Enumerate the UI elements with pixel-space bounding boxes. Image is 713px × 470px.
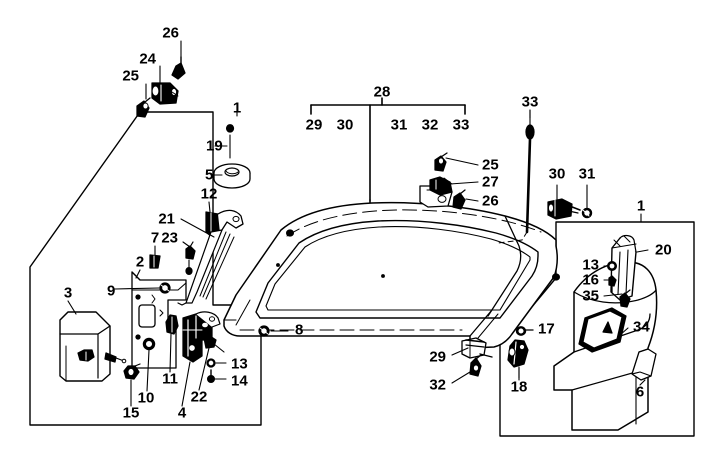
callout-25-mid: 25 [482, 156, 499, 174]
callout-27: 27 [482, 173, 499, 191]
part-14-screw [206, 369, 216, 384]
part-6-latch [631, 348, 657, 381]
callout-30-bracket: 30 [336, 116, 354, 134]
callout-30-clip: 30 [548, 165, 566, 183]
callout-26-mid: 26 [482, 192, 499, 210]
part-31-grommet [581, 207, 593, 219]
callout-18: 18 [510, 378, 528, 396]
main-rear-trim-panel [223, 201, 561, 349]
callout-leader-lines [67, 109, 649, 407]
callout-5: 5 [205, 166, 214, 184]
callout-19: 19 [206, 137, 223, 155]
part-18-hinge [507, 339, 529, 379]
callout-16: 16 [582, 271, 599, 289]
callout-28-bracket: 28 [373, 83, 391, 101]
leaders-right-small [603, 265, 623, 297]
part-26-push-pin-top [171, 56, 186, 80]
callout-23: 23 [161, 229, 178, 247]
callout-8: 8 [295, 321, 304, 339]
callout-14: 14 [231, 372, 248, 390]
part-22-bolt [203, 335, 225, 353]
callout-13-right: 13 [582, 256, 599, 274]
part-8-nut [258, 325, 270, 337]
part-11-clip [165, 314, 179, 335]
part-26-push-pin-mid [452, 189, 466, 210]
callout-33-bracket: 33 [452, 116, 470, 134]
part-32-push-pin [469, 354, 482, 377]
leaders-top-left-cluster [145, 40, 182, 100]
callout-2: 2 [135, 253, 145, 271]
part-7-tab [149, 254, 161, 269]
callout-25-top: 25 [122, 67, 139, 85]
part-5-grommet [213, 163, 251, 189]
callout-10: 10 [137, 389, 155, 407]
callout-9: 9 [107, 282, 116, 300]
callout-31-bracket: 31 [390, 116, 408, 134]
part-3-console-box [59, 311, 127, 382]
part-19-pin [226, 124, 235, 159]
part-27-bracket-mid [419, 176, 453, 208]
callout-21: 21 [158, 210, 175, 228]
callout-34: 34 [633, 318, 650, 336]
part-9-nut [159, 282, 171, 294]
part-29-clip [461, 337, 493, 359]
callout-35: 35 [582, 287, 599, 305]
callout-20: 20 [655, 241, 672, 259]
callout-15: 15 [122, 404, 140, 422]
part-35-push-pin [619, 289, 631, 308]
callout-1-left-box: 1 [232, 99, 242, 117]
part-23-pin [185, 241, 196, 276]
callout-3: 3 [63, 284, 73, 302]
part-13-left-nut [206, 358, 216, 368]
callout-6: 6 [635, 383, 645, 401]
callout-26-top: 26 [162, 24, 179, 42]
callout-22: 22 [190, 388, 208, 406]
leaders-mid-cluster [445, 157, 479, 202]
leaders-30-31 [556, 184, 588, 209]
callout-24: 24 [139, 50, 156, 68]
right-console-body [553, 261, 658, 431]
callout-31-clip: 31 [578, 165, 596, 183]
part-34-lid [578, 307, 627, 353]
callout-1-right-box: 1 [636, 197, 646, 215]
part-24-clip-body [151, 82, 179, 105]
part-4-hinge-bracket [182, 311, 221, 363]
part-25-push-pin-top [136, 97, 151, 118]
callout-17: 17 [538, 320, 555, 338]
leaders-19-5 [212, 145, 228, 176]
part-20-handle [610, 234, 637, 301]
callout-32-clip: 32 [429, 376, 446, 394]
part-25-push-pin-mid [434, 152, 448, 172]
callout-33-rod: 33 [521, 93, 539, 111]
callout-12: 12 [200, 185, 218, 203]
leaders-29-32 [451, 347, 471, 384]
part-21-long-rail [177, 229, 235, 306]
callout-29-clip: 29 [429, 348, 446, 366]
callout-11: 11 [162, 370, 178, 388]
callout-4: 4 [177, 404, 187, 422]
part-30-clip [547, 198, 581, 220]
callout-29-bracket: 29 [305, 116, 323, 134]
part-16-screw [608, 275, 617, 293]
part-13-right-nut [606, 260, 618, 272]
callout-13-left: 13 [231, 355, 248, 373]
callout-7: 7 [150, 229, 160, 247]
part-15-grommet [123, 363, 141, 380]
callout-32-bracket: 32 [421, 116, 439, 134]
part-10-nut [142, 337, 156, 351]
